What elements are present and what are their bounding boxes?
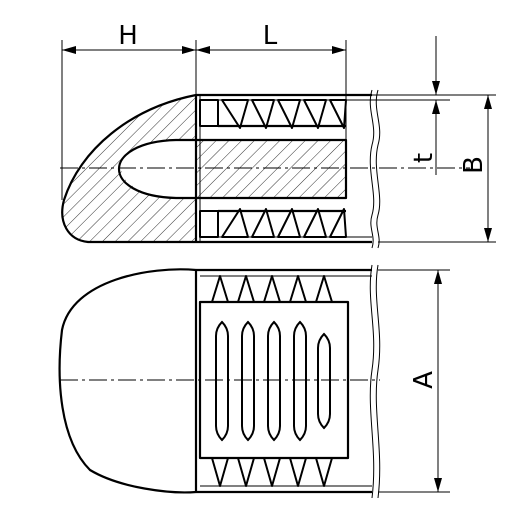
exterior-view xyxy=(58,264,381,499)
break-line-top-2 xyxy=(375,89,381,249)
inner-slot-outline xyxy=(118,138,348,200)
dimension-B: B xyxy=(378,94,496,243)
top-fins xyxy=(199,99,347,129)
label-t: t xyxy=(409,153,439,163)
label-A: A xyxy=(409,371,439,389)
insert-ribs xyxy=(215,320,331,442)
break-line-top xyxy=(369,89,375,249)
break-line-bottom-2 xyxy=(375,264,381,499)
exterior-bottom-fins xyxy=(211,457,333,487)
label-L: L xyxy=(263,21,278,51)
cap-section-hatch xyxy=(62,95,347,242)
cap-exterior-outline xyxy=(58,268,197,494)
bottom-fins xyxy=(199,208,347,238)
label-B: B xyxy=(459,156,489,174)
dimension-t: t xyxy=(372,36,450,175)
label-H: H xyxy=(118,21,138,51)
break-line-bottom xyxy=(369,264,375,499)
dimension-A: A xyxy=(378,269,450,493)
cap-section-outline xyxy=(61,93,197,244)
dimension-H: H xyxy=(61,21,197,200)
dimension-L: L xyxy=(196,21,347,140)
section-view xyxy=(60,89,470,249)
exterior-top-fins xyxy=(211,275,333,303)
